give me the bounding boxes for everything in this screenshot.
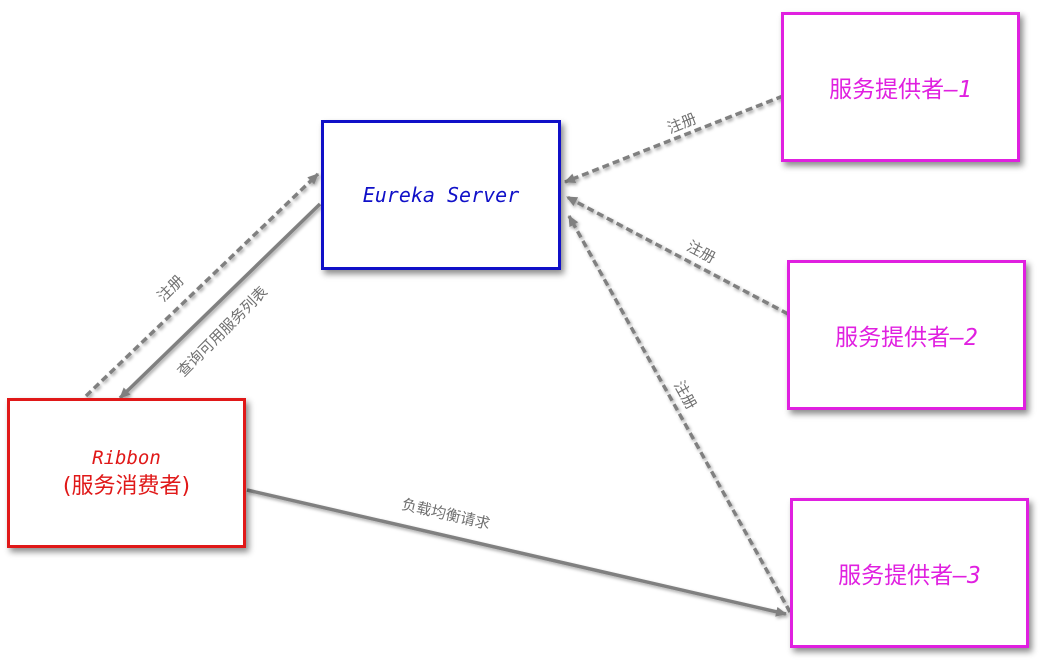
provider-1-label: 服务提供者–1 xyxy=(829,70,972,104)
provider-2-node: 服务提供者–2 xyxy=(787,260,1026,410)
arrow-consumer-register xyxy=(84,172,320,398)
eureka-server-node: Eureka Server xyxy=(321,120,561,270)
provider-1-text: 服务提供者 xyxy=(829,77,945,103)
ribbon-label: Ribbon xyxy=(92,447,161,469)
provider-2-label: 服务提供者–2 xyxy=(835,318,978,352)
ribbon-consumer-node: Ribbon (服务消费者) xyxy=(7,398,246,548)
provider-1-num: –1 xyxy=(944,77,972,103)
arrow-server-query xyxy=(118,202,322,400)
provider-3-label: 服务提供者–3 xyxy=(838,556,981,590)
arrow-load-balance xyxy=(246,488,787,617)
provider-2-text: 服务提供者 xyxy=(835,325,951,351)
provider-1-node: 服务提供者–1 xyxy=(781,12,1020,162)
arrow-provider1-register xyxy=(564,94,784,184)
consumer-role-label: (服务消费者) xyxy=(62,474,191,499)
provider-3-num: –3 xyxy=(953,563,981,589)
arrow-provider3-register xyxy=(567,215,792,613)
arrow-provider2-register xyxy=(566,195,789,316)
provider-2-num: –2 xyxy=(950,325,978,351)
eureka-server-label: Eureka Server xyxy=(362,183,520,207)
provider-3-node: 服务提供者–3 xyxy=(790,498,1029,648)
provider-3-text: 服务提供者 xyxy=(838,563,954,589)
